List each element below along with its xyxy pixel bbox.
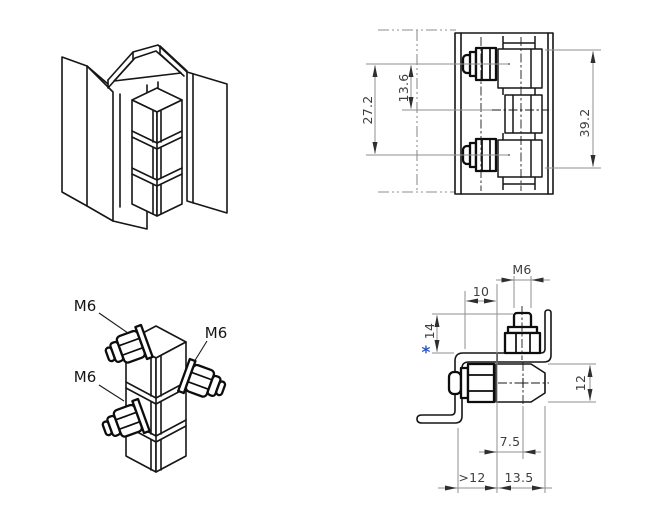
asterisk-marker: * <box>422 343 431 363</box>
dim-7-5: 7.5 <box>500 434 521 449</box>
dim-m6: M6 <box>512 262 531 277</box>
dim-27-2: 27.2 <box>360 95 375 124</box>
right-plate <box>186 71 228 214</box>
view-isometric-bolts: M6 M6 M6 <box>74 297 228 473</box>
leader-m6-right <box>193 340 208 363</box>
dim-10: 10 <box>473 284 490 299</box>
dim-14: 14 <box>422 323 437 340</box>
side-bolt-horizontal <box>447 362 496 404</box>
view-isometric-closed <box>61 44 228 230</box>
bolt-bottom-left <box>101 397 151 438</box>
bolt-top-left <box>104 323 154 364</box>
dim-gt-12: >12 <box>458 470 485 485</box>
side-bolt-vertical <box>503 311 542 355</box>
dim-12: 12 <box>573 375 588 392</box>
dim-39-2: 39.2 <box>577 108 592 137</box>
phantom-panel-outline <box>378 29 456 193</box>
view-side-dimensioned: M6 10 14 * 12 7.5 >12 13.5 <box>416 262 596 493</box>
leader-m6-bottom <box>98 384 125 402</box>
dim-13-6: 13.6 <box>396 73 411 102</box>
label-m6-top: M6 <box>74 297 97 315</box>
knuckle-column <box>497 36 543 190</box>
frame-leaf <box>496 309 552 363</box>
leader-m6-top <box>98 312 129 334</box>
label-m6-bottom: M6 <box>74 368 97 386</box>
label-m6-right: M6 <box>205 324 228 342</box>
dim-13-5: 13.5 <box>504 470 533 485</box>
knuckle-stack <box>131 87 183 217</box>
view-front-dimensioned: 27.2 13.6 39.2 <box>360 29 601 195</box>
bolt-middle-right <box>177 357 227 398</box>
